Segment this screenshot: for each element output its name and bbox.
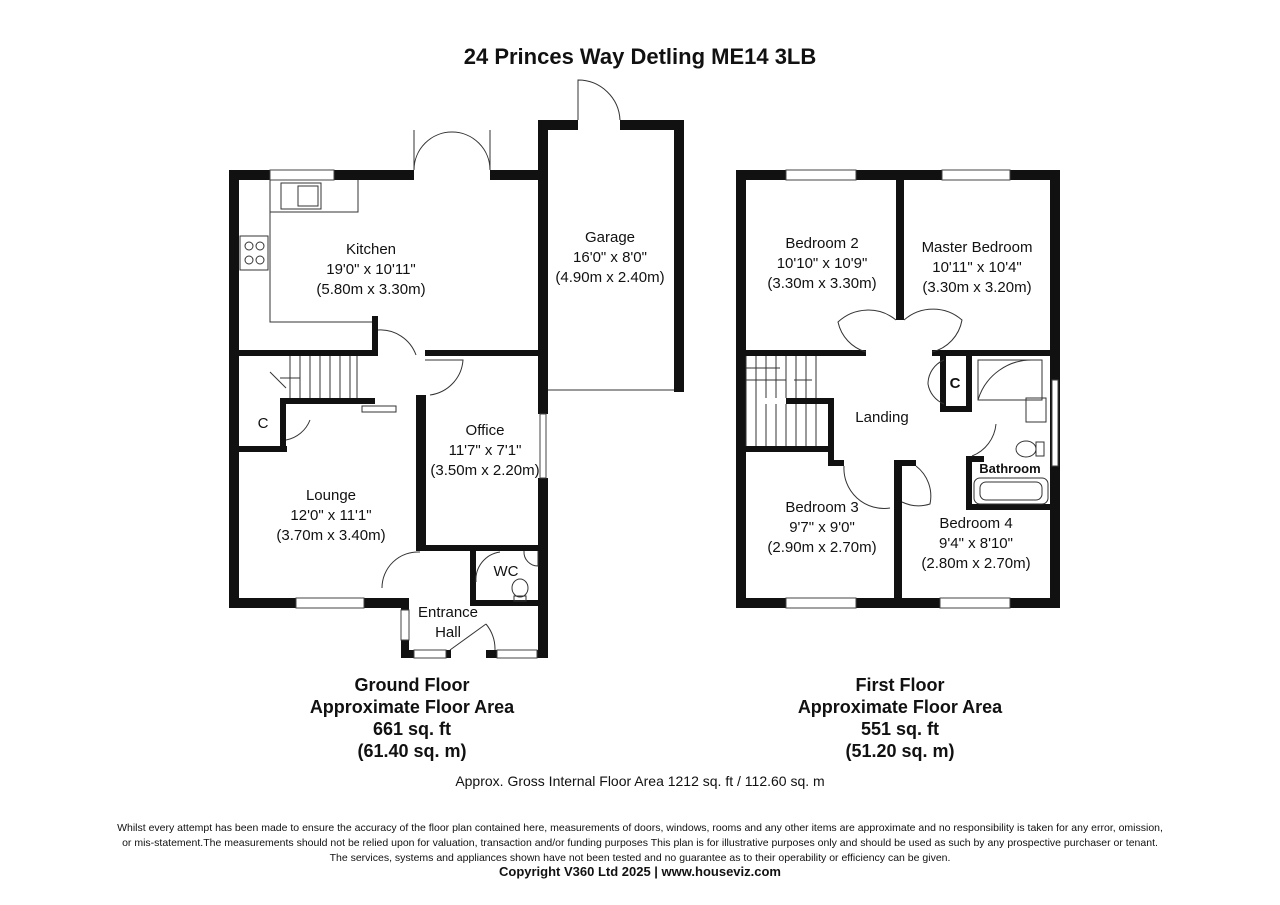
- cupboard-label-first: C: [949, 375, 961, 392]
- summary-caption: Approximate Floor Area: [797, 697, 1003, 717]
- room-name: Bedroom 3: [785, 499, 859, 516]
- first-floor-summary: First Floor Approximate Floor Area 551 s…: [750, 674, 1050, 762]
- room-label-garage: Garage 16'0" x 8'0" (4.90m x 2.40m): [540, 228, 680, 288]
- room-label-kitchen: Kitchen 19'0" x 10'11" (5.80m x 3.30m): [296, 240, 446, 300]
- first-floor-fixtures: [745, 356, 1049, 505]
- room-metric: (3.30m x 3.20m): [922, 279, 1032, 296]
- ground-floor-windows: [269, 169, 547, 659]
- room-label-bedroom-4: Bedroom 4 9'4" x 8'10" (2.80m x 2.70m): [906, 514, 1046, 574]
- room-label-bedroom-2: Bedroom 2 10'10" x 10'9" (3.30m x 3.30m): [752, 234, 892, 294]
- landing-label: Landing: [855, 409, 909, 426]
- disclaimer-line-2: or mis-statement.The measurements should…: [122, 837, 1158, 849]
- room-metric: (4.90m x 2.40m): [555, 269, 665, 286]
- room-imperial: 16'0" x 8'0": [573, 249, 647, 266]
- room-name: Bedroom 2: [785, 235, 859, 252]
- room-label-lounge: Lounge 12'0" x 11'1" (3.70m x 3.40m): [256, 486, 406, 546]
- room-imperial: 10'10" x 10'9": [776, 255, 868, 272]
- entrance-hall-label: Entrance Hall: [408, 603, 488, 643]
- summary-sqm: (51.20 sq. m): [845, 741, 955, 761]
- summary-floor-name: First Floor: [855, 675, 945, 695]
- room-imperial: 11'7" x 7'1": [448, 442, 522, 459]
- ground-floor-summary: Ground Floor Approximate Floor Area 661 …: [262, 674, 562, 762]
- room-metric: (2.80m x 2.70m): [921, 555, 1031, 572]
- room-imperial: 10'11" x 10'4": [932, 259, 1022, 276]
- disclaimer-line-3: The services, systems and appliances sho…: [329, 852, 951, 864]
- summary-sqm: (61.40 sq. m): [357, 741, 467, 761]
- room-metric: (3.50m x 2.20m): [430, 462, 540, 479]
- room-name: Bedroom 4: [939, 515, 1013, 532]
- room-metric: (3.70m x 3.40m): [276, 527, 386, 544]
- wc-label: WC: [493, 563, 519, 580]
- disclaimer-line-1: Whilst every attempt has been made to en…: [117, 822, 1163, 834]
- room-name: Master Bedroom: [921, 239, 1033, 256]
- summary-caption: Approximate Floor Area: [309, 697, 515, 717]
- room-name: Lounge: [305, 487, 357, 504]
- copyright-line: Copyright V360 Ltd 2025 | www.houseviz.c…: [498, 864, 781, 879]
- room-imperial: 19'0" x 10'11": [326, 261, 416, 278]
- room-metric: (5.80m x 3.30m): [316, 281, 426, 298]
- room-imperial: 9'7" x 9'0": [789, 519, 855, 536]
- summary-sqft: 551 sq. ft: [860, 719, 940, 739]
- summary-sqft: 661 sq. ft: [372, 719, 452, 739]
- first-floor-windows: [785, 169, 1059, 609]
- cupboard-label-ground: C: [257, 415, 269, 432]
- first-floor-doors: [837, 308, 997, 509]
- room-imperial: 12'0" x 11'1": [290, 507, 372, 524]
- summary-floor-name: Ground Floor: [354, 675, 470, 695]
- room-name: Garage: [584, 229, 636, 246]
- entrance-label-line-1: Entrance: [417, 604, 479, 621]
- room-label-bedroom-3: Bedroom 3 9'7" x 9'0" (2.90m x 2.70m): [752, 498, 892, 558]
- room-metric: (2.90m x 2.70m): [767, 539, 877, 556]
- room-metric: (3.30m x 3.30m): [767, 275, 877, 292]
- room-label-master-bedroom: Master Bedroom 10'11" x 10'4" (3.30m x 3…: [902, 238, 1052, 298]
- page-title: 24 Princes Way Detling ME14 3LB: [463, 44, 817, 69]
- room-name: Office: [465, 422, 505, 439]
- entrance-label-line-2: Hall: [435, 624, 461, 641]
- room-imperial: 9'4" x 8'10": [939, 535, 1013, 552]
- ground-floor-walls: [229, 120, 684, 658]
- room-label-office: Office 11'7" x 7'1" (3.50m x 2.20m): [420, 421, 550, 481]
- ground-floor-doors: [269, 79, 674, 651]
- gross-floor-area: Approx. Gross Internal Floor Area 1212 s…: [455, 773, 825, 789]
- bathroom-label: Bathroom: [979, 461, 1041, 476]
- room-name: Kitchen: [345, 241, 397, 258]
- ground-floor-fixtures: [239, 180, 539, 602]
